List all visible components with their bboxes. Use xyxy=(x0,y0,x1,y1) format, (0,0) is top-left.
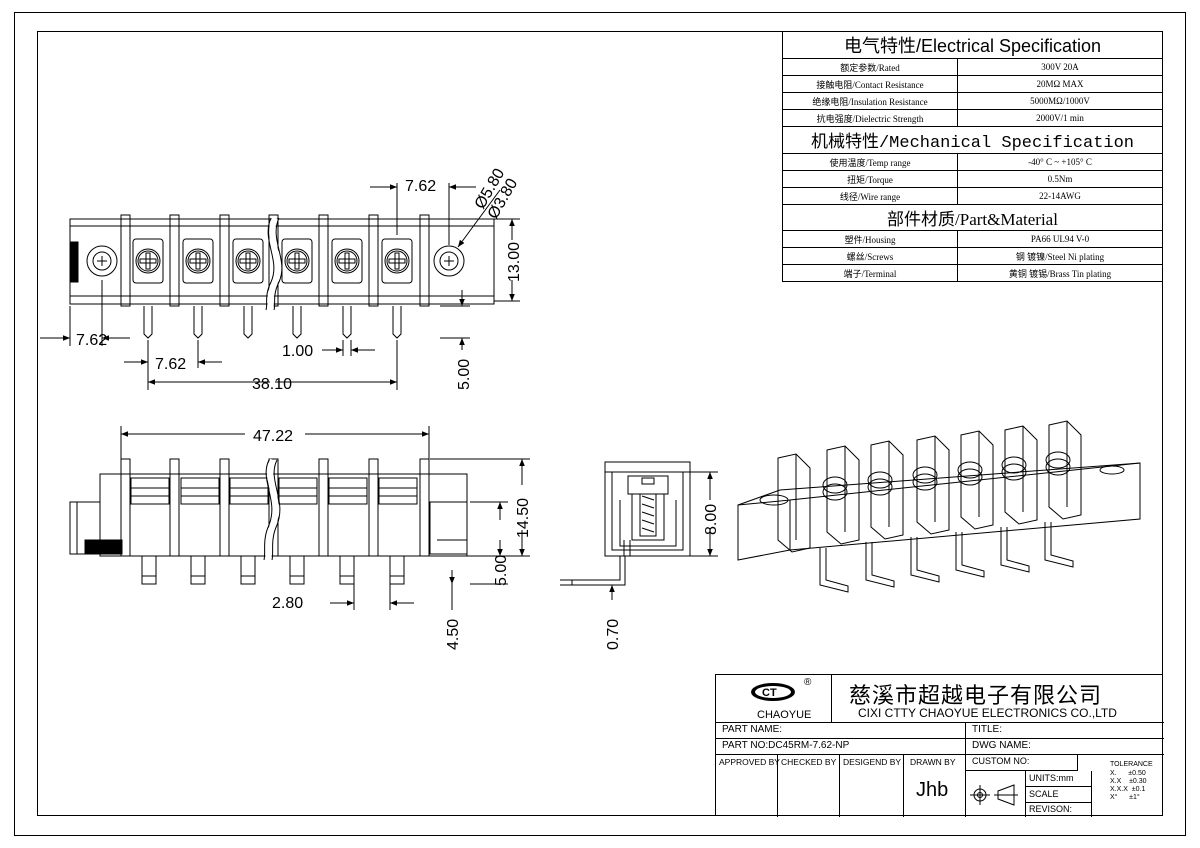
top-view-body xyxy=(69,218,495,305)
part-no-label: PART NO:DC45RM-7.62-NP xyxy=(722,740,850,751)
front-view-dim-labels: 47.22 14.50 5.00 2.80 4.50 xyxy=(253,428,532,650)
first-angle-projection-icon xyxy=(970,784,1018,806)
checked-by-label: CHECKED BY xyxy=(781,757,837,767)
dim-height-13: 13.00 xyxy=(506,242,523,282)
title-label: TITLE: xyxy=(972,724,1003,735)
side-view-dim-labels: 8.00 0.70 xyxy=(605,504,720,650)
dim-pin-protrusion: 4.50 xyxy=(445,619,462,650)
svg-text:®: ® xyxy=(804,677,812,688)
dim-pitch-bottom: 7.62 xyxy=(155,356,186,373)
iso-barriers xyxy=(777,420,1082,553)
front-view-dimensions xyxy=(120,426,530,610)
tolerance-title: TOLERANCE xyxy=(1110,761,1153,768)
title-block: CT ® CHAOYUE 慈溪市超越电子有限公司 CIXI CTTY CHAOY… xyxy=(715,674,1164,817)
custom-no-label: CUSTOM NO: xyxy=(972,756,1030,766)
company-name-cn: 慈溪市超越电子有限公司 xyxy=(849,683,1103,708)
part-name-label: PART NAME: xyxy=(722,724,783,735)
designed-by-label: DESIGEND BY xyxy=(843,757,902,767)
units-label: UNITS:mm xyxy=(1029,773,1074,783)
barrier-walls xyxy=(120,214,430,307)
electrical-spec-title: 电气特性/Electrical Specification xyxy=(782,31,1163,59)
terminal-screws xyxy=(132,238,413,284)
scale-label: SCALE xyxy=(1029,789,1059,799)
top-view-dim-labels: 7.62 Ø5.80 Ø3.80 13.00 7.62 7.62 1.00 38… xyxy=(76,166,523,393)
dwg-name-label: DWG NAME: xyxy=(972,740,1031,751)
drawing-inner-frame xyxy=(37,31,1163,816)
dim-side-height: 8.00 xyxy=(703,504,720,535)
iso-screws xyxy=(822,451,1071,501)
specification-table: 电气特性/Electrical Specification 额定参数/Rated… xyxy=(782,31,1163,282)
dim-pin-width: 1.00 xyxy=(282,343,313,360)
dim-left-offset: 7.62 xyxy=(76,332,107,349)
logo-text: CHAOYUE xyxy=(757,709,811,721)
tolerance-cell: TOLERANCE X. ±0.50 X.X ±0.30 X.X.X ±0.1 … xyxy=(1092,755,1164,817)
mechanical-spec-title: 机械特性/Mechanical Specification xyxy=(782,126,1163,154)
dim-overall-length: 47.22 xyxy=(253,428,293,445)
side-view xyxy=(571,461,691,586)
drawing-outer-frame xyxy=(14,12,1186,836)
drawn-by-label: DRAWN BY xyxy=(910,757,956,767)
tolerance-rows: X. ±0.50 X.X ±0.30 X.X.X ±0.1 X° ±1° xyxy=(1110,770,1147,801)
dim-pin-length-front: 5.00 xyxy=(493,555,510,586)
front-view-body xyxy=(99,473,468,557)
front-view xyxy=(69,458,468,585)
iso-mounting-hole-left xyxy=(759,494,789,506)
front-screw-heads xyxy=(130,477,418,505)
dim-total-pins: 38.10 xyxy=(252,376,292,393)
iso-pins xyxy=(819,522,1074,593)
iso-mounting-hole-right xyxy=(1099,465,1125,475)
logo-cell: CT ® CHAOYUE xyxy=(716,675,832,723)
dim-pin-length-top: 5.00 xyxy=(456,359,473,390)
dim-height-1450: 14.50 xyxy=(515,498,532,538)
revision-label: REVISON: xyxy=(1029,804,1073,814)
dim-pin-spacing: 2.80 xyxy=(272,595,303,612)
chaoyue-logo-icon: CT ® CHAOYUE xyxy=(751,677,812,721)
front-pins xyxy=(141,555,405,585)
svg-text:CT: CT xyxy=(762,687,777,699)
projection-symbol-cell xyxy=(966,771,1026,817)
material-spec-title: 部件材质/Part&Material xyxy=(782,204,1163,231)
isometric-view xyxy=(737,420,1141,593)
spec-row-temp-range: 使用温度/Temp range-40° C ~ +105° C xyxy=(782,153,1163,171)
company-cell: 慈溪市超越电子有限公司 CIXI CTTY CHAOYUE ELECTRONIC… xyxy=(832,675,1164,723)
approved-by-label: APPROVED BY xyxy=(719,757,780,767)
top-view-dimensions xyxy=(40,183,520,390)
dim-side-thickness: 0.70 xyxy=(605,619,622,650)
top-view xyxy=(69,214,495,339)
mounting-hole-right xyxy=(433,245,465,277)
dim-pitch-top: 7.62 xyxy=(405,178,436,195)
drawn-by-value: Jhb xyxy=(916,779,949,801)
top-view-pins xyxy=(143,306,402,339)
company-name-en: CIXI CTTY CHAOYUE ELECTRONICS CO.,LTD xyxy=(858,706,1117,720)
side-view-dimensions xyxy=(560,471,718,600)
mounting-hole-left xyxy=(86,245,118,277)
